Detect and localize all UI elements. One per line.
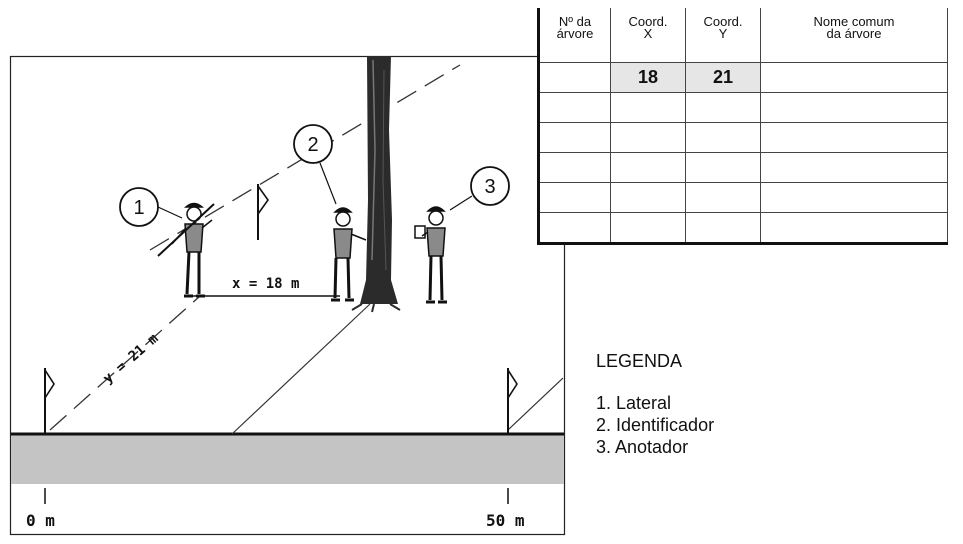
cell-coord-x[interactable] bbox=[610, 212, 686, 244]
y-label: y = 21 m bbox=[100, 331, 161, 387]
tree-diagonal bbox=[231, 303, 371, 435]
cell-coord-x[interactable]: 18 bbox=[610, 62, 686, 93]
table-row: 18 21 bbox=[538, 62, 948, 93]
cell-coord-x[interactable] bbox=[610, 182, 686, 213]
table-row bbox=[538, 152, 948, 183]
scale-start-label: 0 m bbox=[26, 511, 55, 530]
legend-title: LEGENDA bbox=[596, 351, 683, 371]
cell-coord-x[interactable] bbox=[610, 152, 686, 183]
table-header-row: Nº da árvore Coord. X Coord. Y Nome comu… bbox=[538, 8, 948, 63]
callout-3-number: 3 bbox=[484, 176, 495, 198]
callout-1: 1 bbox=[119, 187, 183, 227]
scale-end-label: 50 m bbox=[486, 511, 525, 530]
flag-left bbox=[44, 368, 55, 434]
header-tree-number: Nº da árvore bbox=[538, 8, 611, 63]
flag-right bbox=[507, 368, 518, 434]
cell-coord-y[interactable] bbox=[685, 212, 761, 244]
diagram-frame bbox=[9, 55, 566, 536]
flag-far bbox=[257, 184, 269, 240]
callout-2: 2 bbox=[293, 124, 337, 205]
cell-common-name[interactable] bbox=[760, 182, 948, 213]
header-common-name: Nome comum da árvore bbox=[760, 8, 948, 63]
cell-coord-y[interactable] bbox=[685, 182, 761, 213]
cell-tree-number[interactable] bbox=[538, 182, 611, 213]
cell-common-name[interactable] bbox=[760, 152, 948, 183]
callout-3: 3 bbox=[449, 166, 510, 211]
plot-line-near bbox=[49, 295, 201, 431]
cell-tree-number[interactable] bbox=[538, 122, 611, 153]
person-anotador bbox=[414, 206, 447, 304]
cell-tree-number[interactable] bbox=[538, 92, 611, 123]
cell-common-name[interactable] bbox=[760, 62, 948, 93]
cell-coord-y[interactable] bbox=[685, 122, 761, 153]
cell-common-name[interactable] bbox=[760, 212, 948, 244]
x-label: x = 18 m bbox=[232, 276, 299, 292]
tree-trunk bbox=[351, 56, 401, 313]
legend: LEGENDA 1. Lateral 2. Identificador 3. A… bbox=[596, 350, 714, 458]
cell-common-name[interactable] bbox=[760, 122, 948, 153]
legend-item-anotador: 3. Anotador bbox=[596, 437, 689, 457]
table-row bbox=[538, 122, 948, 153]
callout-2-number: 2 bbox=[307, 134, 318, 156]
table-row bbox=[538, 182, 948, 213]
cell-common-name[interactable] bbox=[760, 92, 948, 123]
cell-coord-x[interactable] bbox=[610, 122, 686, 153]
ground-strip bbox=[11, 434, 564, 484]
table-row bbox=[538, 212, 948, 244]
cell-coord-y[interactable]: 21 bbox=[685, 62, 761, 93]
person-lateral bbox=[157, 202, 215, 298]
cell-coord-y[interactable] bbox=[685, 152, 761, 183]
callout-1-number: 1 bbox=[133, 197, 144, 219]
legend-item-identificador: 2. Identificador bbox=[596, 415, 715, 435]
header-coord-x: Coord. X bbox=[610, 8, 686, 63]
table-row bbox=[538, 92, 948, 123]
cell-coord-x[interactable] bbox=[610, 92, 686, 123]
cell-tree-number[interactable] bbox=[538, 212, 611, 244]
person-identificador bbox=[331, 207, 367, 302]
cell-coord-y[interactable] bbox=[685, 92, 761, 123]
tree-coordinates-table: Nº da árvore Coord. X Coord. Y Nome comu… bbox=[537, 8, 948, 245]
cell-tree-number[interactable] bbox=[538, 152, 611, 183]
right-diagonal bbox=[507, 377, 564, 431]
cell-tree-number[interactable] bbox=[538, 62, 611, 93]
header-coord-y: Coord. Y bbox=[685, 8, 761, 63]
legend-item-lateral: 1. Lateral bbox=[596, 393, 672, 413]
